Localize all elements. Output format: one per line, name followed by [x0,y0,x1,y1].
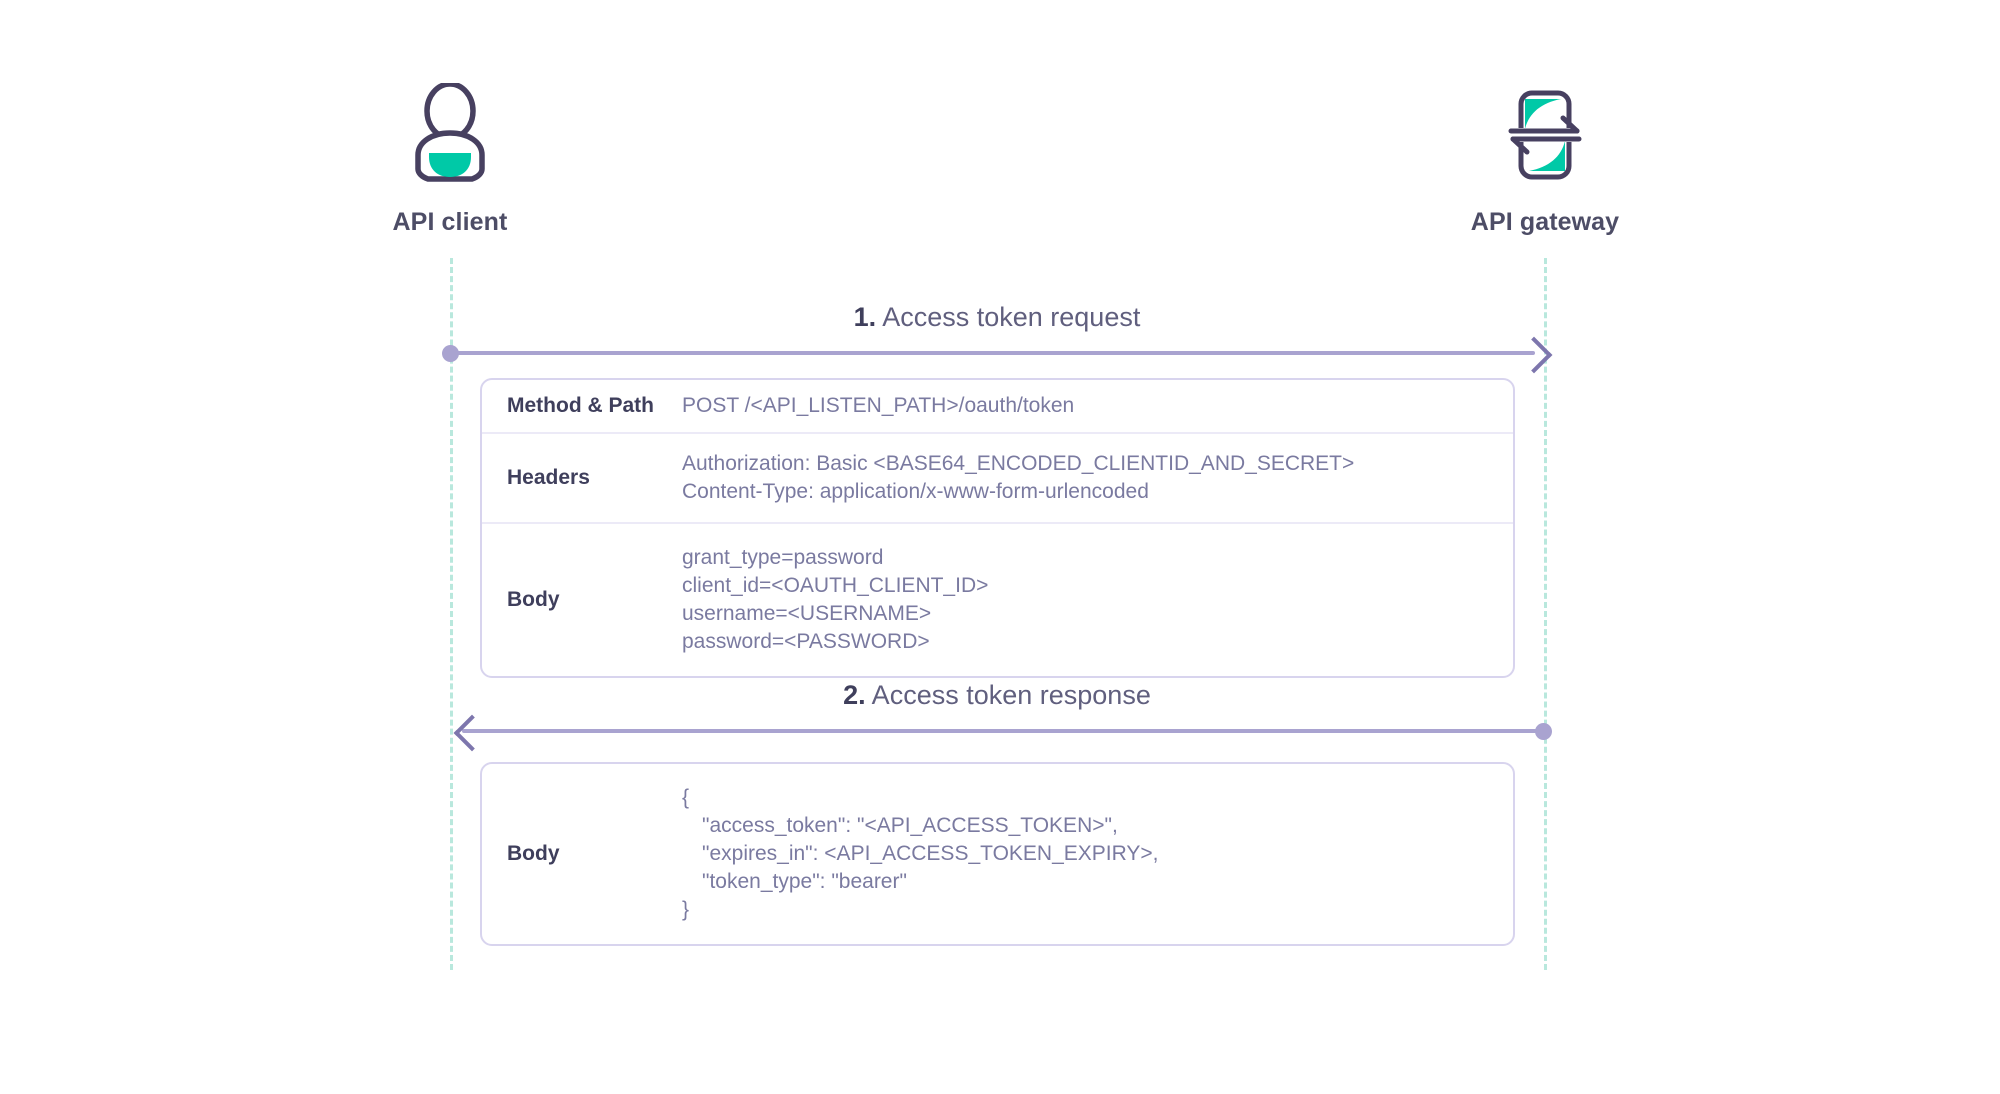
value-line: "token_type": "bearer" [702,870,907,893]
value-line: Content-Type: application/x-www-form-url… [682,480,1149,503]
table-row: Method & Path POST /<API_LISTEN_PATH>/oa… [482,380,1513,432]
value-line: "expires_in": <API_ACCESS_TOKEN_EXPIRY>, [702,842,1159,865]
actor-label-api-gateway: API gateway [1470,208,1620,236]
value-line: "access_token": "<API_ACCESS_TOKEN>", [702,814,1118,837]
message-2-text: Access token response [865,680,1151,710]
row-key-headers: Headers [507,466,590,489]
value-line: password=<PASSWORD> [682,630,930,653]
message-2-label: 2. Access token response [450,680,1544,711]
lifeline-api-gateway [1544,258,1547,970]
message-1-number: 1. [853,302,877,332]
row-value-body: grant_type=password client_id=<OAUTH_CLI… [682,544,1513,656]
message-2-origin-dot [1535,723,1552,740]
gateway-icon [1415,80,1675,190]
row-value-headers: Authorization: Basic <BASE64_ENCODED_CLI… [682,450,1513,506]
message-1-origin-dot [442,345,459,362]
table-row: Body { "access_token": "<API_ACCESS_TOKE… [482,764,1513,944]
row-key-method-path: Method & Path [507,394,654,417]
message-1-label: 1. Access token request [450,302,1544,333]
row-value-body: { "access_token": "<API_ACCESS_TOKEN>", … [682,784,1513,924]
message-2-arrow-head-icon [453,714,491,752]
message-1-detail-table: Method & Path POST /<API_LISTEN_PATH>/oa… [480,378,1515,678]
value-line: client_id=<OAUTH_CLIENT_ID> [682,574,989,597]
value-line: grant_type=password [682,546,884,569]
row-key-body: Body [507,842,560,865]
value-line: POST /<API_LISTEN_PATH>/oauth/token [682,394,1075,417]
actor-api-gateway: API gateway [1415,80,1675,237]
message-2-arrow-line [462,729,1542,733]
message-1-text: Access token request [876,302,1141,332]
message-1-arrow-line [455,351,1535,355]
value-line: { [682,786,690,809]
value-line: Authorization: Basic <BASE64_ENCODED_CLI… [682,452,1355,475]
row-key-body: Body [507,588,560,611]
actor-label-api-client: API client [392,208,508,236]
value-line: } [682,898,690,921]
actor-api-client: API client [320,80,580,237]
lifeline-api-client [450,258,453,970]
table-row: Body grant_type=password client_id=<OAUT… [482,522,1513,676]
message-2-detail-table: Body { "access_token": "<API_ACCESS_TOKE… [480,762,1515,946]
table-row: Headers Authorization: Basic <BASE64_ENC… [482,432,1513,522]
user-icon [320,80,580,190]
row-value-method-path: POST /<API_LISTEN_PATH>/oauth/token [682,392,1513,420]
value-line: username=<USERNAME> [682,602,932,625]
message-2-number: 2. [843,680,866,710]
